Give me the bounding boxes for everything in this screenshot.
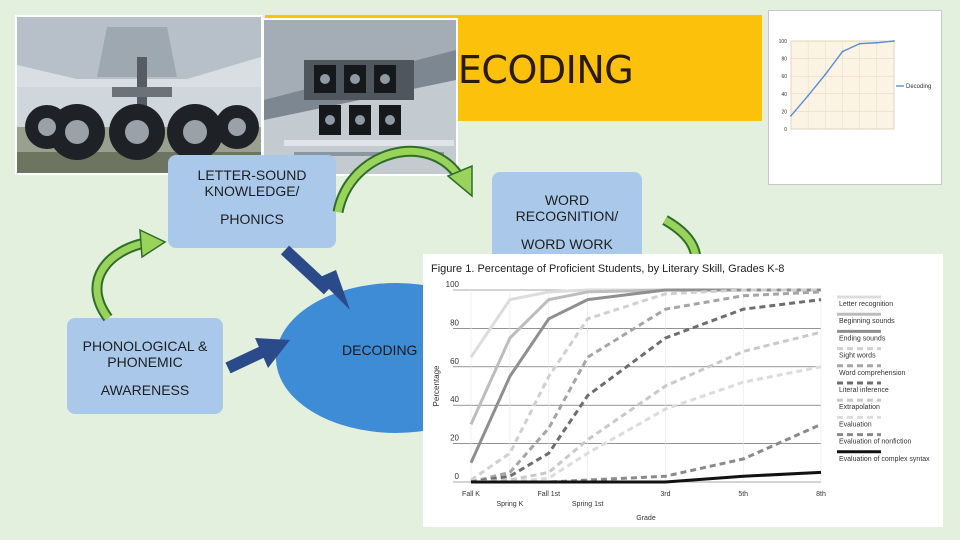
green-arrow-phonological-to-letter — [91, 228, 167, 322]
mini-point — [875, 41, 878, 44]
dark-arrow-from-phonological — [225, 338, 290, 374]
green-arrow-letter-to-word — [332, 145, 473, 214]
mini-y-tick-label: 80 — [781, 57, 787, 63]
word-recognition-line-2: RECOGNITION/ — [515, 208, 619, 224]
y-tick-label: 40 — [450, 395, 459, 404]
y-tick-label: 60 — [450, 357, 459, 366]
x-tick-label: Spring 1st — [572, 501, 604, 508]
series-line — [470, 290, 822, 484]
phonological-line-1: PHONOLOGICAL & — [82, 338, 208, 354]
mini-point — [807, 94, 810, 97]
word-recognition-line-3: WORD WORK — [521, 236, 613, 252]
chart-title: Figure 1. Percentage of Proficient Stude… — [431, 263, 784, 275]
mini-point — [841, 50, 844, 53]
decoding-label: DECODING — [342, 342, 418, 358]
legend-label: Evaluation — [839, 421, 872, 428]
legend-label: Evaluation of complex syntax — [839, 456, 930, 463]
mini-point — [824, 73, 827, 76]
legend-label: Evaluation of nonfiction — [839, 439, 911, 446]
y-tick-label: 20 — [450, 434, 459, 443]
phonological-awareness-box: PHONOLOGICAL & PHONEMIC AWARENESS — [67, 318, 223, 414]
series-line — [470, 288, 821, 482]
mini-point — [858, 42, 861, 45]
mini-chart: 100 80 60 40 20 0 Decoding — [768, 10, 942, 185]
dark-arrow-from-letter-sound — [280, 245, 350, 310]
legend-label: Ending sounds — [839, 335, 886, 342]
legend-label: Word comprehension — [839, 370, 906, 377]
word-recognition-box: WORD RECOGNITION/ WORD WORK — [492, 172, 642, 260]
phonological-line-3: AWARENESS — [100, 382, 190, 398]
x-tick-label: 5th — [738, 491, 748, 498]
mini-point — [790, 114, 792, 117]
y-tick-label: 80 — [450, 318, 459, 327]
airplane-landing-gear-photo — [15, 15, 263, 175]
mini-y-tick-label: 60 — [781, 74, 787, 80]
y-axis-label: Percentage — [432, 365, 441, 406]
mini-y-tick-label: 0 — [784, 127, 787, 133]
mini-y-tick-label: 100 — [779, 39, 788, 45]
x-tick-label: Spring K — [496, 501, 523, 508]
mini-point — [893, 40, 895, 42]
legend-label: Beginning sounds — [839, 318, 895, 325]
y-tick-label: 0 — [455, 472, 460, 481]
legend-label: Literal inference — [839, 387, 889, 394]
legend-label: Sight words — [839, 353, 876, 360]
legend-label: Letter recognition — [839, 301, 893, 308]
x-tick-label: Fall 1st — [537, 491, 560, 498]
phonological-line-2: PHONEMIC — [107, 354, 183, 370]
letter-sound-line-1: LETTER-SOUND — [197, 167, 307, 183]
mini-y-tick-label: 20 — [781, 109, 787, 115]
series-line — [471, 470, 822, 484]
letter-sound-knowledge-box: LETTER-SOUND KNOWLEDGE/ PHONICS — [168, 155, 336, 248]
series-line — [471, 423, 822, 484]
legend-label: Extrapolation — [839, 404, 880, 411]
word-recognition-line-1: WORD — [544, 192, 590, 208]
series-line — [470, 298, 822, 484]
x-tick-label: 8th — [816, 491, 826, 498]
x-axis-label: Grade — [636, 515, 656, 522]
series-line — [471, 365, 822, 484]
proficiency-chart: Figure 1. Percentage of Proficient Stude… — [423, 254, 943, 527]
letter-sound-line-2: KNOWLEDGE/ — [204, 183, 300, 199]
mini-y-tick-label: 40 — [781, 92, 787, 98]
x-tick-label: 3rd — [660, 491, 670, 498]
mini-legend-label: Decoding — [906, 84, 931, 90]
x-tick-label: Fall K — [462, 491, 480, 498]
letter-sound-line-3: PHONICS — [220, 211, 284, 227]
y-tick-label: 100 — [446, 280, 460, 289]
